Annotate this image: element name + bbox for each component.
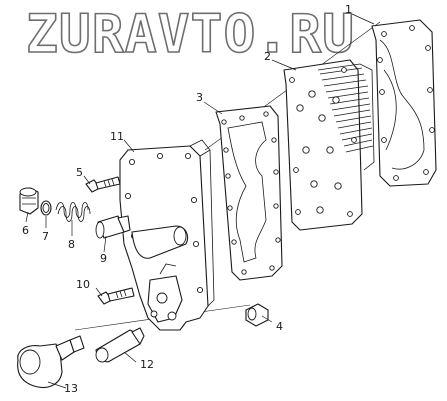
part-3-gasket [215, 105, 283, 281]
part-2-cooler-core [283, 59, 375, 231]
leader-1 [351, 13, 375, 25]
part-11-cover-housing [119, 139, 215, 331]
callout-9: 9 [100, 252, 107, 265]
part-13-sender [17, 335, 85, 389]
leader-5 [83, 175, 91, 185]
leader-4 [261, 315, 273, 323]
part-5-bolt [85, 176, 121, 193]
leader-3 [203, 101, 223, 115]
callout-13: 13 [64, 382, 78, 395]
leader-11 [123, 139, 135, 153]
watermark-text: ZURAVTO.RU [26, 4, 355, 65]
leader-2 [271, 59, 297, 71]
part-1-gasket [371, 19, 437, 187]
callout-6: 6 [22, 224, 29, 237]
callout-4: 4 [276, 320, 283, 333]
leader-10 [95, 287, 103, 297]
callout-3: 3 [196, 91, 203, 104]
part-12-sensor [95, 327, 145, 363]
callout-5: 5 [76, 166, 83, 179]
callout-8: 8 [68, 238, 75, 251]
part-9-piston [95, 215, 131, 239]
leader-9 [103, 235, 107, 253]
callout-10: 10 [76, 278, 90, 291]
part-4-plug [245, 303, 269, 327]
callout-2: 2 [264, 50, 271, 63]
leader-6 [25, 211, 29, 223]
callout-7: 7 [42, 230, 49, 243]
callout-11: 11 [110, 130, 124, 143]
part-6-plug [19, 187, 39, 215]
callout-1: 1 [345, 3, 352, 16]
part-10-bolt [97, 287, 135, 305]
callout-12: 12 [140, 358, 154, 371]
leader-13 [47, 381, 67, 389]
part-7-o-ring [40, 200, 52, 216]
part-8-spring [55, 202, 91, 222]
leader-12 [123, 351, 137, 363]
